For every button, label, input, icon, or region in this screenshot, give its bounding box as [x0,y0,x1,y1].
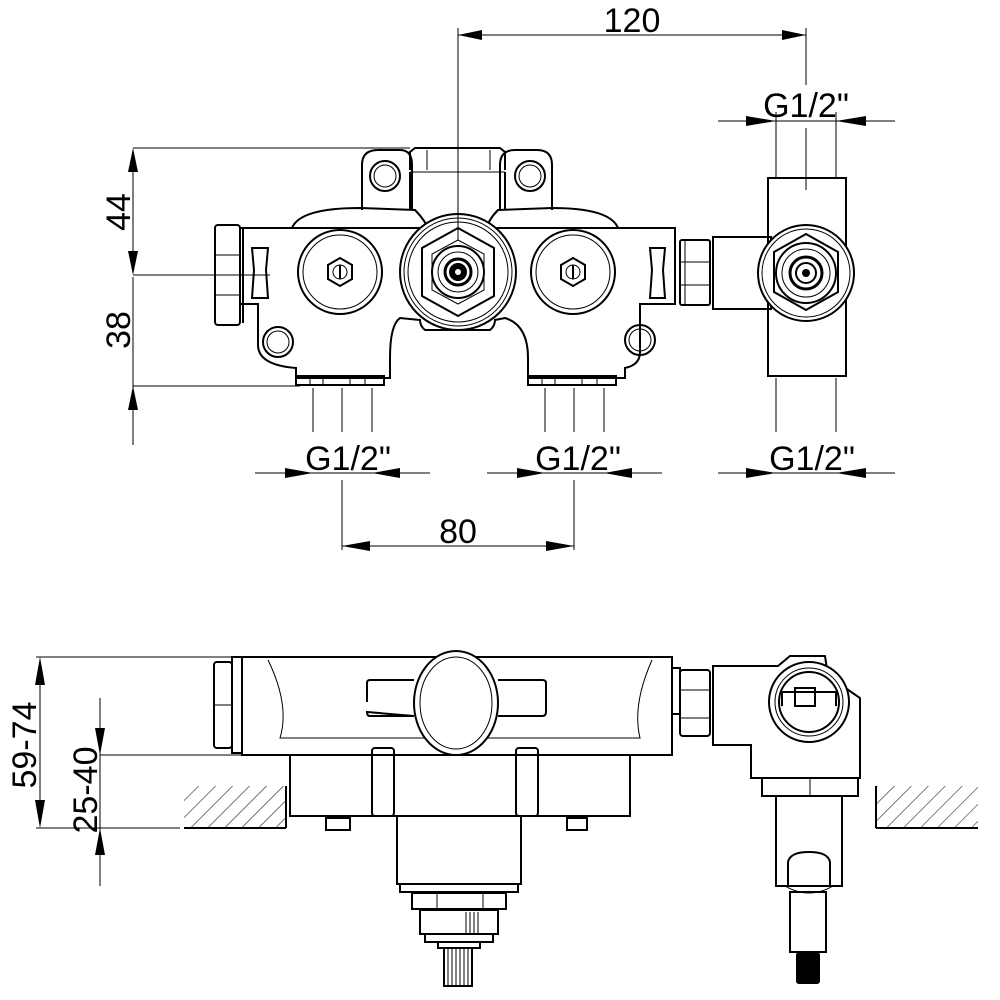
thread-top-right-label: G1/2" [763,87,849,125]
dimension-25-40-label: 25-40 [67,747,105,834]
dimension-38: 38 [100,277,300,445]
dimension-59-74-label: 59-74 [6,702,44,789]
thermostatic-cartridge [399,213,517,331]
side-valve-body [241,650,673,831]
coupling-nut [679,239,711,306]
outlet-right [527,375,617,386]
thread-bottom-middle-label: G1/2" [535,440,621,478]
dimension-38-label: 38 [100,311,138,349]
dimension-44-label: 44 [100,193,138,231]
dimension-thread-bottom-right: G1/2" [718,378,895,478]
thread-bottom-left-label: G1/2" [305,440,391,478]
dimension-44: 44 [100,147,410,276]
wall-section-left [184,786,287,829]
dimension-thread-bottom-middle: G1/2" [487,388,662,478]
dimension-thread-bottom-left: G1/2" [255,388,430,478]
dimension-80: 80 [341,480,575,551]
side-view [184,650,978,987]
cartridge-stem [396,815,522,987]
mounting-ear-top-left [361,149,413,210]
diverter-body [712,177,855,377]
dimension-120-label: 120 [604,2,661,40]
dimension-80-label: 80 [439,513,477,551]
side-diverter [712,655,861,984]
dimension-59-74: 59-74 [6,656,240,829]
dimension-25-40: 25-40 [67,698,242,886]
stop-valve-left [297,229,383,315]
outlet-left [295,375,385,386]
stop-valve-right [530,229,616,315]
wall-section-right [875,786,978,829]
mounting-ear-top-right [499,149,553,210]
dimension-thread-top-right: G1/2" [718,87,895,190]
side-coupling-nut [671,667,711,737]
dimension-120: 120 [457,2,807,240]
front-view [214,147,855,386]
thread-bottom-right-label: G1/2" [769,440,855,478]
